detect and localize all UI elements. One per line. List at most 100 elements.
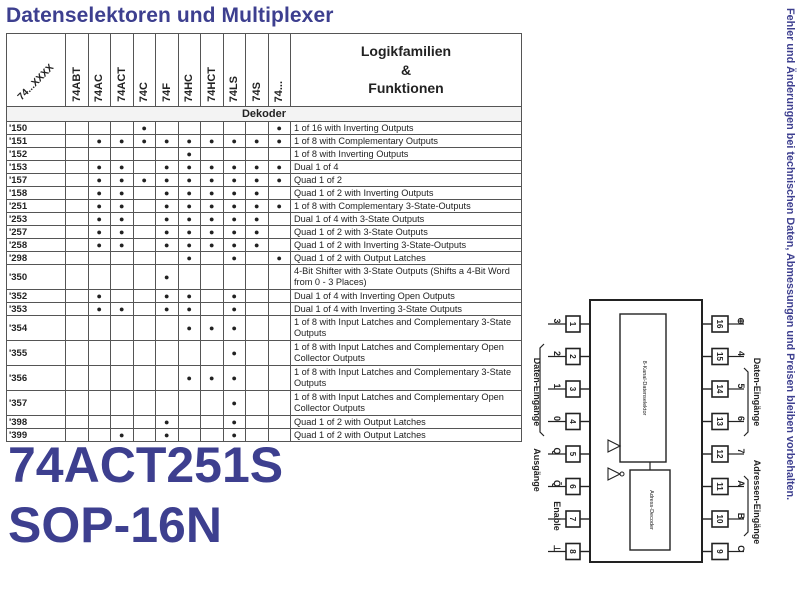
empty-cell [200,264,224,290]
available-dot-icon: ● [222,315,246,341]
available-dot-icon: ● [222,251,246,265]
empty-cell [132,212,156,226]
pin-label: C [736,545,746,552]
device-code: '399 [6,428,66,442]
device-code: '153 [6,160,66,174]
available-dot-icon: ● [222,390,246,416]
empty-cell [245,147,269,161]
table-row: '298●●●Quad 1 of 2 with Output Latches [6,251,522,265]
available-dot-icon: ● [87,225,111,239]
available-dot-icon: ● [177,199,201,213]
available-dot-icon: ● [155,199,179,213]
empty-cell [132,238,156,252]
empty-cell [65,173,89,187]
family-label: 74ACT [115,67,128,102]
family-header: 74ABT [65,33,89,107]
pin-number: 2 [568,354,577,359]
empty-cell [132,415,156,429]
function-description: Quad 1 of 2 with Output Latches [290,415,522,429]
function-description: 4-Bit Shifter with 3-State Outputs (Shif… [290,264,522,290]
available-dot-icon: ● [177,365,201,391]
family-header: 74C [132,33,156,107]
empty-cell [245,289,269,303]
available-dot-icon: ● [200,134,224,148]
empty-cell [65,238,89,252]
table-row: '258●●●●●●●Quad 1 of 2 with Inverting 3-… [6,238,522,252]
empty-cell [87,251,111,265]
table-row: '398●●Quad 1 of 2 with Output Latches [6,415,522,429]
right-data-inputs-label: Daten-Eingänge [752,358,762,427]
available-dot-icon: ● [87,199,111,213]
device-code: '352 [6,289,66,303]
table-row: '356●●●1 of 8 with Input Latches and Com… [6,365,522,391]
left-data-inputs-label: Daten-Eingänge [532,358,542,427]
empty-cell [132,225,156,239]
family-header: 74HCT [200,33,224,107]
empty-cell [245,390,269,416]
pin-label: 5 [736,383,746,388]
pin-label: 3 [552,318,562,323]
empty-cell [267,340,291,366]
function-header-line: Logikfamilien [360,42,452,59]
device-code: '353 [6,302,66,316]
disclaimer-note: Fehler und Änderungen bei technischen Da… [784,8,796,501]
empty-cell [132,147,156,161]
empty-cell [267,147,291,161]
available-dot-icon: ● [155,225,179,239]
empty-cell [87,147,111,161]
empty-cell [132,264,156,290]
outputs-label: Ausgänge [532,448,542,492]
function-description: 1 of 8 with Input Latches and Complement… [290,365,522,391]
empty-cell [65,225,89,239]
available-dot-icon: ● [267,251,291,265]
available-dot-icon: ● [177,302,201,316]
device-code: '298 [6,251,66,265]
function-description: 1 of 8 with Input Latches and Complement… [290,390,522,416]
available-dot-icon: ● [200,315,224,341]
available-dot-icon: ● [222,302,246,316]
device-code: '157 [6,173,66,187]
function-description: 1 of 8 with Complementary 3-State-Output… [290,199,522,213]
empty-cell [132,315,156,341]
empty-cell [267,315,291,341]
empty-cell [200,147,224,161]
table-row: '354●●●1 of 8 with Input Latches and Com… [6,315,522,341]
empty-cell [110,251,134,265]
empty-cell [200,251,224,265]
available-dot-icon: ● [200,225,224,239]
part-number: 74ACT251S [8,437,284,493]
available-dot-icon: ● [177,251,201,265]
empty-cell [245,315,269,341]
available-dot-icon: ● [87,160,111,174]
device-code: '151 [6,134,66,148]
available-dot-icon: ● [222,428,246,442]
available-dot-icon: ● [87,134,111,148]
empty-cell [222,264,246,290]
family-label: 74HC [183,73,196,102]
empty-cell [245,415,269,429]
family-label: 74... [273,80,286,102]
table-row: '158●●●●●●●Quad 1 of 2 with Inverting Ou… [6,186,522,200]
empty-cell [155,147,179,161]
empty-cell [132,390,156,416]
available-dot-icon: ● [222,173,246,187]
available-dot-icon: ● [245,134,269,148]
available-dot-icon: ● [200,173,224,187]
pin-number: 8 [568,549,577,554]
empty-cell [267,212,291,226]
available-dot-icon: ● [155,173,179,187]
family-header: 74... [267,33,291,107]
available-dot-icon: ● [267,134,291,148]
pin-label: Q̄ [552,480,562,487]
pin-number: 14 [715,385,724,394]
empty-cell [110,147,134,161]
empty-cell [65,302,89,316]
available-dot-icon: ● [222,134,246,148]
table-row: '353●●●●●Dual 1 of 4 with Inverting 3-St… [6,302,522,316]
empty-cell [267,264,291,290]
empty-cell [155,315,179,341]
output-buffer-icon [607,439,622,453]
pin-number: 4 [568,419,577,424]
pin-number: 15 [715,352,724,361]
